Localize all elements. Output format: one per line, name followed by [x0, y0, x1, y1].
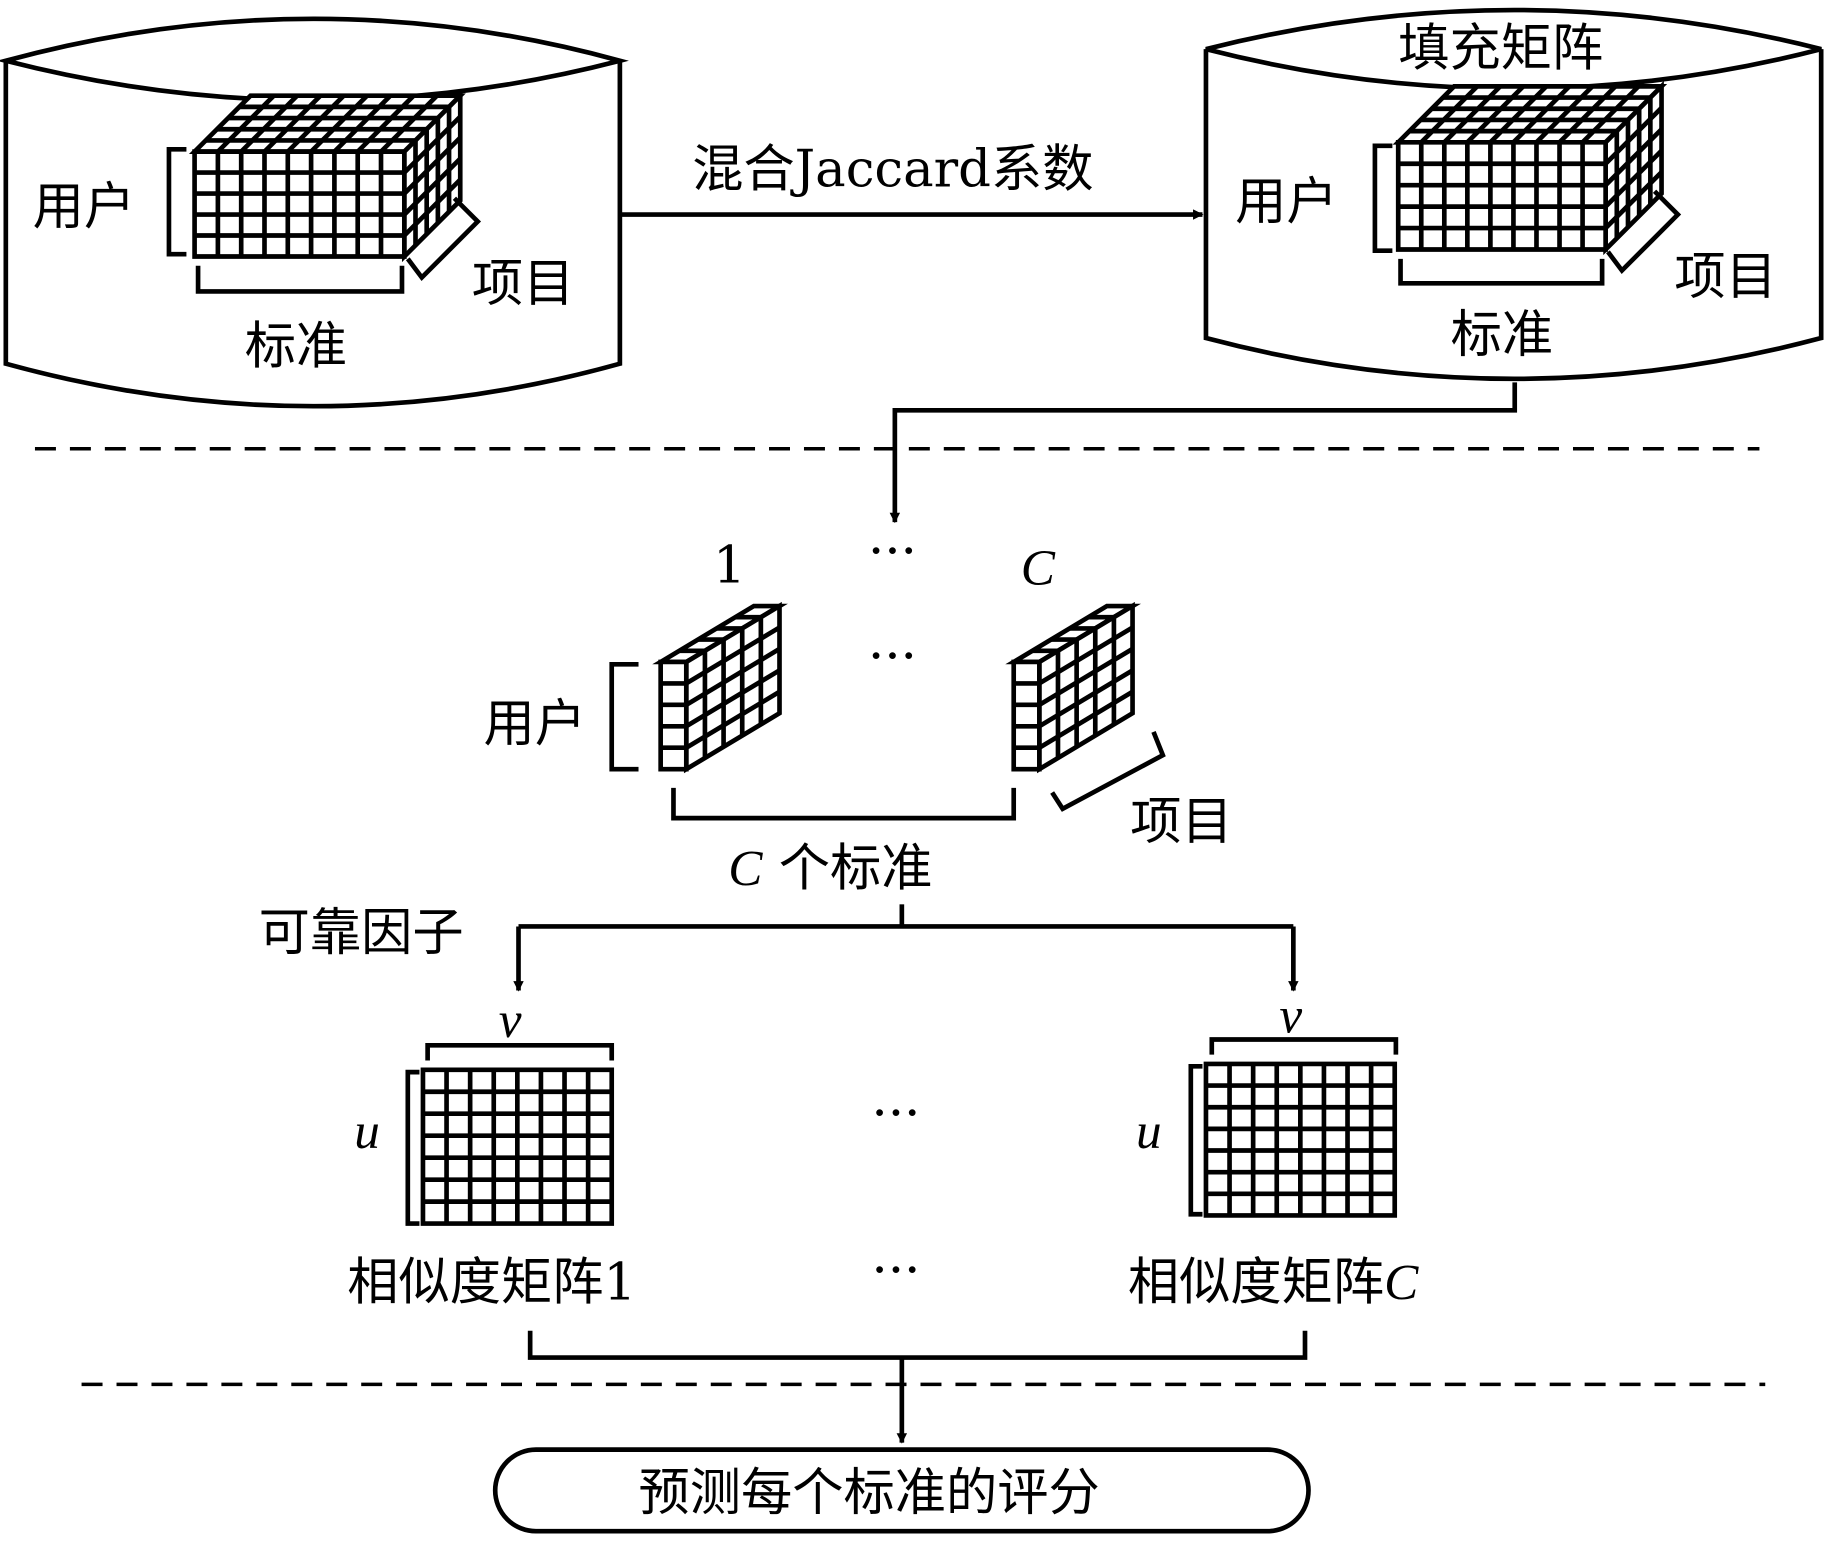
grid-line [685, 668, 781, 729]
cylinder-body [3, 60, 623, 409]
matrix-ellipsis: ··· [872, 1083, 921, 1143]
grid-line [1038, 625, 1134, 686]
criterion-slice-last [1005, 601, 1141, 774]
criteria-label: 标准 [245, 317, 348, 377]
users-bracket [609, 661, 639, 772]
filled-matrix-title: 填充矩阵 [1398, 18, 1603, 78]
similarity-matrix-1-label: 相似度矩阵1 [347, 1252, 636, 1312]
slice-last-label: C [1021, 540, 1056, 597]
items-label: 项目 [1674, 247, 1777, 307]
v-bracket-c [1209, 1037, 1399, 1055]
cube-front-face [192, 149, 407, 259]
u-bracket-c [1188, 1063, 1203, 1217]
grid-line [1038, 689, 1134, 750]
filled-matrix-database: 填充矩阵 用户 标准 项目 [1203, 7, 1824, 382]
v-bracket-1 [425, 1042, 615, 1061]
grid-line [685, 625, 781, 686]
similarity-matrix-c [1203, 1061, 1398, 1218]
source-database: 用户 标准 项目 [0, 16, 629, 409]
filled-cube [1392, 80, 1668, 256]
cylinder-top [0, 16, 629, 103]
v-label-1: v [499, 992, 522, 1049]
users-bracket [1372, 143, 1393, 253]
criteria-bracket [671, 787, 1017, 821]
u-label-c: u [1136, 1103, 1162, 1160]
merge-bracket [527, 1330, 1308, 1360]
reliability-factor-label: 可靠因子 [259, 903, 464, 963]
users-label: 用户 [1235, 172, 1338, 232]
cube-front-face [658, 659, 689, 772]
similarity-matrix-c-label: 相似度矩阵C [1128, 1252, 1419, 1312]
cube-front-face [1395, 139, 1608, 252]
grid-line [685, 646, 781, 707]
users-bracket [166, 146, 187, 257]
items-bracket [405, 196, 482, 282]
result-label: 预测每个标准的评分 [639, 1463, 1100, 1523]
items-bracket [1606, 189, 1682, 275]
criterion-slice-first [652, 601, 788, 774]
decompose-arrow [889, 382, 1518, 524]
slice-first-label: 1 [713, 536, 746, 596]
rating-cube [188, 90, 466, 263]
similarity-matrix-1 [420, 1067, 615, 1226]
criteria-label: 标准 [1451, 305, 1554, 365]
items-bracket [1050, 731, 1166, 812]
grid-line [1038, 646, 1134, 707]
label-ellipsis: ··· [872, 1241, 921, 1301]
result-box [492, 1447, 1311, 1534]
slice-ellipsis-mid: ··· [868, 627, 917, 687]
v-label-c: v [1279, 987, 1302, 1044]
slice-ellipsis-top: ··· [868, 522, 917, 582]
criteria-bracket [195, 265, 405, 294]
u-bracket-1 [405, 1069, 420, 1226]
items-label: 项目 [1130, 792, 1233, 852]
criteria-count-label: C 个标准 [728, 839, 932, 899]
items-label: 项目 [472, 254, 575, 314]
jaccard-label: 混合Jaccard系数 [692, 140, 1093, 200]
criteria-bracket [1398, 258, 1605, 286]
cube-front-face [1011, 659, 1042, 772]
users-label: 用户 [484, 694, 586, 754]
u-label-1: u [354, 1103, 380, 1160]
grid-line [685, 689, 781, 750]
cylinder-body [1203, 49, 1824, 382]
users-label: 用户 [33, 177, 136, 237]
grid-line [1038, 668, 1134, 729]
